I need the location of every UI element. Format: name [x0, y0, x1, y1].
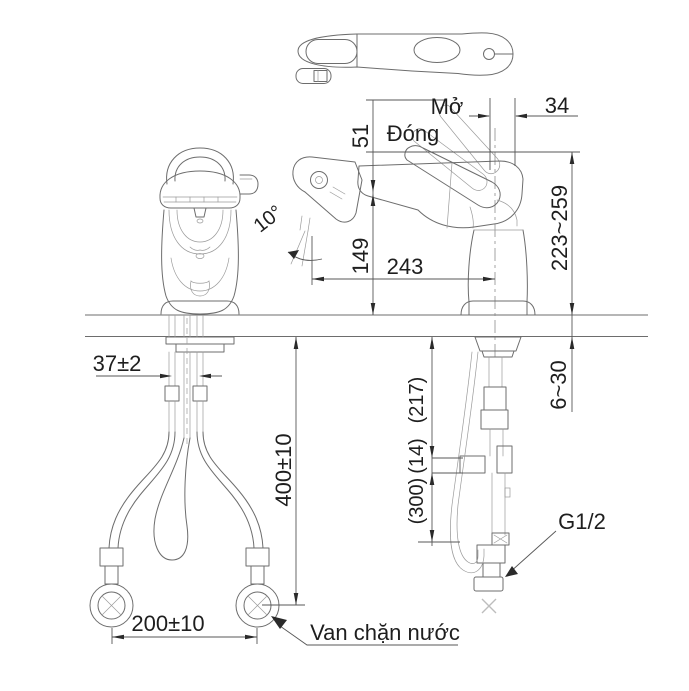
label-close: Đóng — [387, 121, 440, 146]
side-nub — [239, 174, 259, 195]
pullout-hose — [450, 351, 485, 574]
faucet-body-front — [160, 209, 240, 315]
dim-handle-lift: 51 — [348, 124, 373, 148]
supply-hose-left — [108, 351, 180, 549]
under-counter-assembly — [459, 336, 522, 592]
dim-supply-pitch: 37±2 — [93, 351, 142, 376]
head-clip — [295, 68, 332, 84]
label-shutoff-valve: Van chặn nước — [310, 620, 460, 645]
spray-head-side — [292, 156, 363, 232]
dim-spout-height: 149 — [348, 238, 373, 275]
spout — [357, 160, 524, 229]
spray-head-front — [159, 170, 259, 224]
x-marker — [481, 598, 497, 614]
dimension-annotations: Mở 34 Đóng 51 10° 149 243 223~259 6~30 (… — [93, 93, 606, 646]
lever-handle — [404, 145, 518, 229]
side-view — [287, 104, 536, 614]
dim-handle-travel: 34 — [545, 93, 569, 118]
supply-hose-right — [192, 351, 264, 549]
mounting-bracket — [165, 315, 235, 353]
dim-ref-14: (14) — [406, 438, 428, 474]
spray-hose-loop — [153, 318, 191, 561]
shutoff-valve-left — [89, 547, 134, 628]
shutoff-valve-right — [235, 547, 280, 628]
dim-spout-reach: 243 — [387, 254, 424, 279]
dim-deck-thickness: 6~30 — [546, 360, 571, 410]
front-view — [89, 147, 280, 628]
inlet-connector — [473, 576, 504, 592]
dim-height-range: 223~259 — [547, 185, 572, 271]
label-thread-size: G1/2 — [558, 509, 606, 534]
dim-ref-300: (300) — [406, 478, 428, 525]
body-column — [460, 229, 536, 316]
lever-handle-ghost-open — [411, 104, 501, 191]
spray-head-top — [305, 39, 358, 64]
label-open: Mở — [431, 94, 464, 119]
dim-ref-217: (217) — [406, 377, 428, 424]
top-view — [295, 32, 514, 84]
dim-hose-length: 400±10 — [271, 433, 296, 506]
hose-guide-block — [459, 455, 486, 474]
countertop-lines — [85, 314, 648, 337]
dim-valve-pitch: 200±10 — [131, 611, 204, 636]
head-tilt-reference — [287, 230, 323, 267]
handle-cutout — [413, 37, 461, 63]
dim-head-tilt: 10° — [250, 201, 287, 237]
handle-arch — [166, 147, 234, 185]
